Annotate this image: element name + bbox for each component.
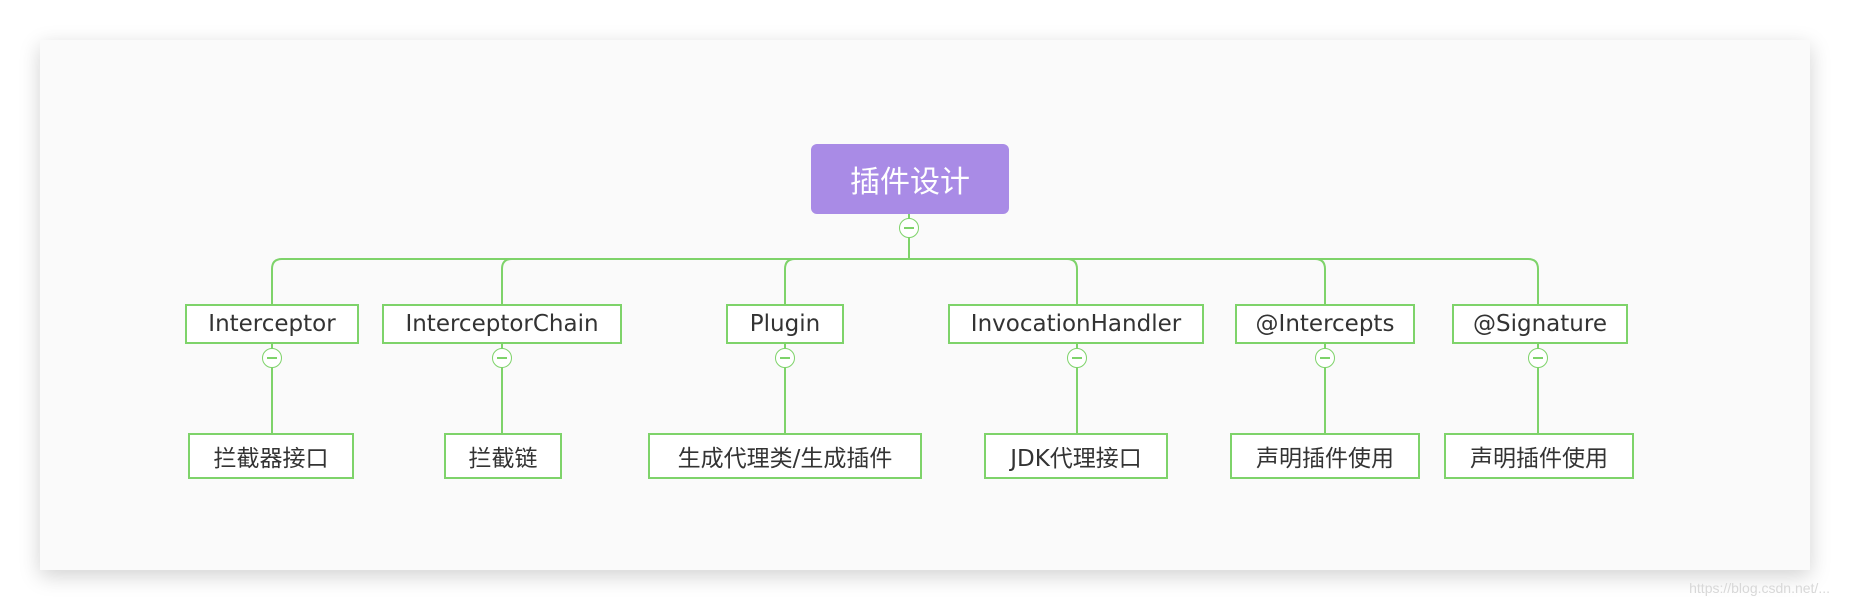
branch-node-intercepts[interactable]: @Intercepts <box>1235 304 1415 344</box>
leaf-node-signature[interactable]: 声明插件使用 <box>1444 433 1634 479</box>
branch-node-interceptorchain[interactable]: InterceptorChain <box>382 304 622 344</box>
collapse-minus-icon[interactable] <box>775 348 795 368</box>
branch-node-invocationhandler[interactable]: InvocationHandler <box>948 304 1204 344</box>
leaf-node-intercepts[interactable]: 声明插件使用 <box>1230 433 1420 479</box>
leaf-node-interceptorchain[interactable]: 拦截链 <box>444 433 562 479</box>
leaf-node-invocationhandler[interactable]: JDK代理接口 <box>984 433 1168 479</box>
collapse-minus-icon[interactable] <box>899 218 919 238</box>
collapse-minus-icon[interactable] <box>262 348 282 368</box>
collapse-minus-icon[interactable] <box>1528 348 1548 368</box>
branch-node-plugin[interactable]: Plugin <box>726 304 844 344</box>
root-node[interactable]: 插件设计 <box>811 144 1009 214</box>
collapse-minus-icon[interactable] <box>1315 348 1335 368</box>
collapse-minus-icon[interactable] <box>492 348 512 368</box>
branch-node-interceptor[interactable]: Interceptor <box>185 304 359 344</box>
watermark: https://blog.csdn.net/... <box>1689 580 1830 596</box>
leaf-node-interceptor[interactable]: 拦截器接口 <box>188 433 354 479</box>
branch-node-signature[interactable]: @Signature <box>1452 304 1628 344</box>
collapse-minus-icon[interactable] <box>1067 348 1087 368</box>
leaf-node-plugin[interactable]: 生成代理类/生成插件 <box>648 433 922 479</box>
